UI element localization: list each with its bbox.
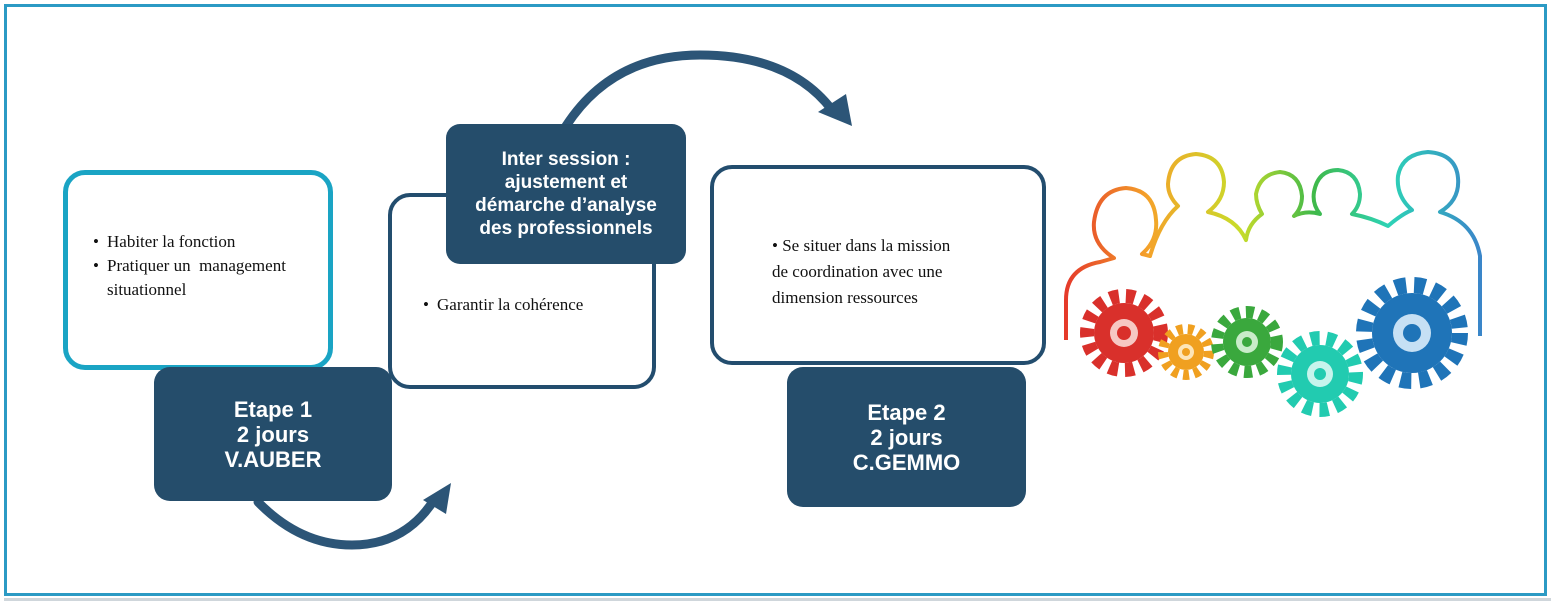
lower-curved-arrow (253, 495, 439, 550)
step1-label-box: Etape 1 2 jours V.AUBER (154, 367, 392, 501)
gear-green-icon (1211, 306, 1283, 378)
step2-text: • Se situer dans la mission de coordinat… (772, 233, 1022, 311)
step1-content-card (63, 170, 333, 370)
bullet-continuation: situationnel (107, 280, 187, 299)
intersession-line: Inter session : (501, 149, 631, 170)
bullet-icon: • (423, 295, 429, 314)
step2-label-box: Etape 2 2 jours C.GEMMO (787, 367, 1026, 507)
step2-title: Etape 2 (867, 399, 946, 425)
gear-teal-icon (1277, 331, 1363, 417)
list-item: • Pratiquer un management (93, 254, 325, 278)
text-line: de coordination avec une (772, 262, 943, 281)
frame-bottom-shadow (4, 598, 1551, 601)
step2-duration: 2 jours (870, 424, 943, 450)
step1-bullet-list: • Habiter la fonction • Pratiquer un manag… (93, 230, 325, 302)
text-line: • Se situer dans la mission (772, 236, 951, 255)
intersession-line: des professionnels (479, 218, 653, 239)
step2-content-card (710, 165, 1046, 365)
step2-trainer: C.GEMMO (852, 449, 961, 475)
list-item: • Garantir la cohérence (423, 293, 643, 317)
diagram-frame (4, 4, 1547, 596)
bullet-text: Garantir la cohérence (437, 295, 584, 314)
text-line: dimension ressources (772, 288, 918, 307)
list-item: • Habiter la fonction (93, 230, 325, 254)
gear-blue-icon (1356, 277, 1468, 389)
bullet-text: Pratiquer un management (107, 256, 286, 275)
intersession-label-box: Inter session : ajustement et démarche d… (446, 124, 686, 264)
upper-arrowhead (818, 94, 852, 126)
gear-orange-icon (1158, 324, 1214, 380)
people-outline (1064, 150, 1482, 340)
gear-red-icon (1080, 289, 1168, 377)
intersession-bullet-list: • Garantir la cohérence (423, 293, 643, 317)
intersession-line: ajustement et (504, 172, 628, 193)
bullet-text: Habiter la fonction (107, 232, 236, 251)
bullet-icon: • (93, 232, 99, 251)
step1-duration: 2 jours (236, 421, 310, 447)
upper-curved-arrow (561, 50, 837, 131)
step1-trainer: V.AUBER (224, 446, 322, 472)
bullet-icon: • (93, 256, 99, 275)
step1-title: Etape 1 (233, 396, 313, 422)
lower-arrowhead (423, 483, 451, 514)
intersession-line: démarche d’analyse (475, 195, 657, 216)
